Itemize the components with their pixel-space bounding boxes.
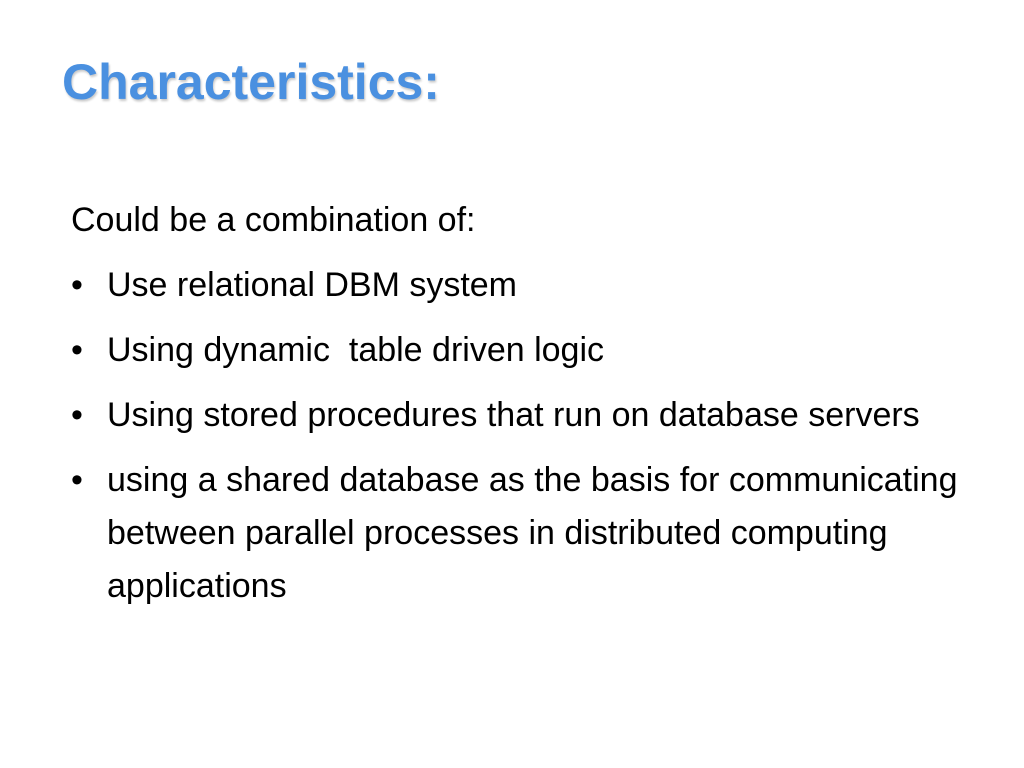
bullet-item: • Use relational DBM system [71, 259, 971, 312]
bullet-icon: • [71, 331, 83, 369]
bullet-text: Using dynamic table driven logic [107, 331, 605, 369]
bullet-text: Using stored procedures that run on data… [107, 396, 920, 434]
bullet-list: • Use relational DBM system • Using dyna… [71, 259, 971, 613]
bullet-item: • Using dynamic table driven logic [71, 324, 971, 377]
bullet-item: • Using stored procedures that run on da… [71, 389, 971, 442]
slide-body: Could be a combination of: • Use relatio… [71, 194, 971, 625]
bullet-icon: • [71, 266, 83, 304]
slide-title: Characteristics: [62, 54, 440, 110]
intro-text: Could be a combination of: [71, 201, 476, 239]
bullet-text: Use relational DBM system [107, 266, 518, 304]
bullet-text: using a shared database as the basis for… [107, 461, 958, 605]
bullet-icon: • [71, 461, 83, 499]
bullet-item: • using a shared database as the basis f… [71, 454, 971, 613]
bullet-icon: • [71, 396, 83, 434]
